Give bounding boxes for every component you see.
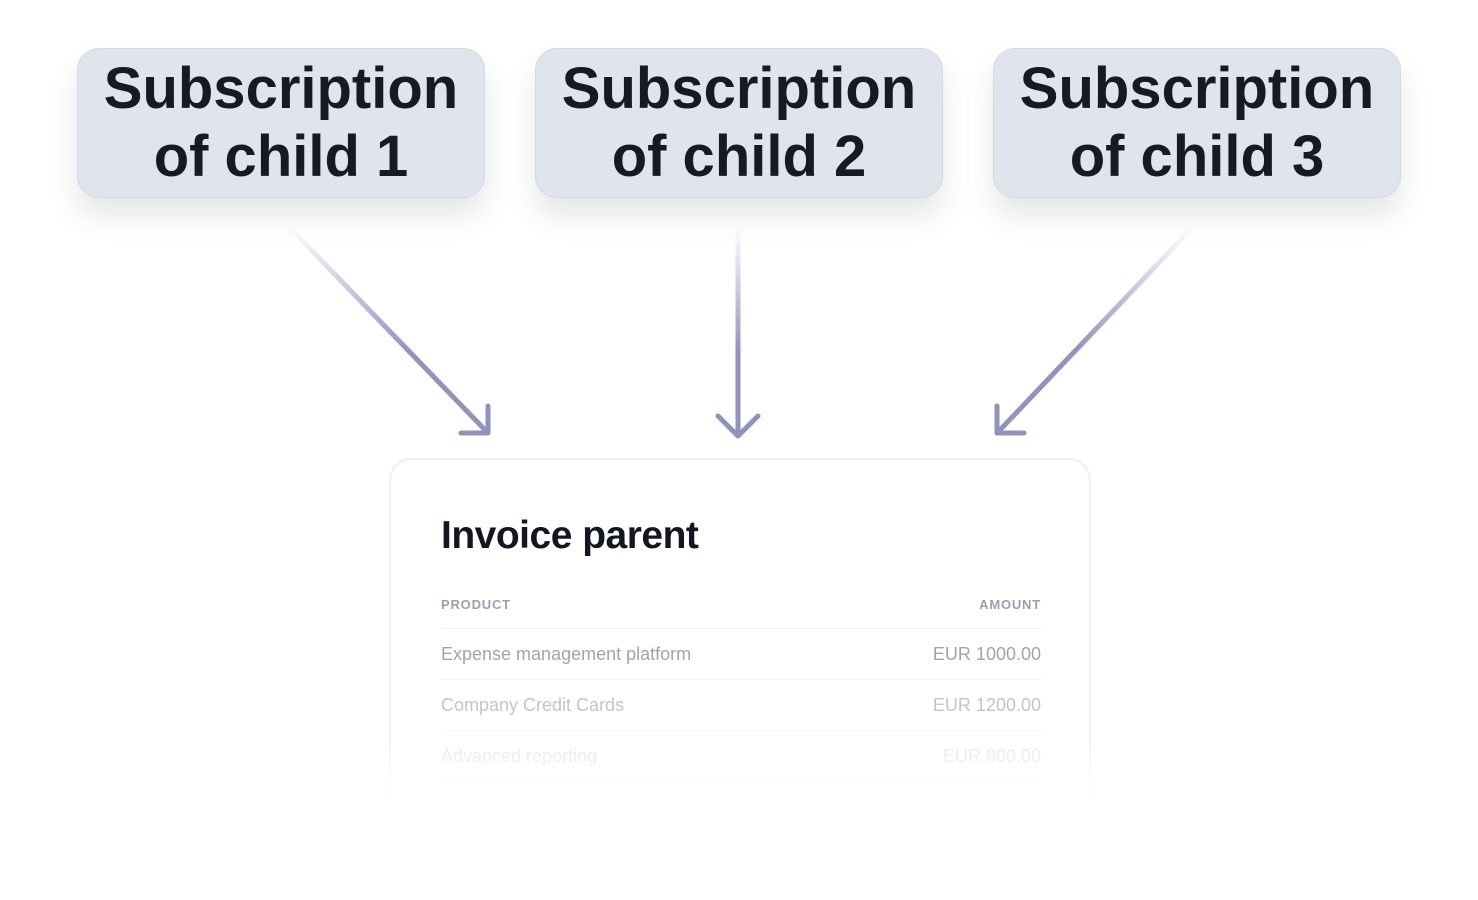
amount-cell: EUR 1000.00 (932, 644, 1041, 664)
invoice-card: Invoice parent PRODUCT AMOUNT Expense ma… (389, 458, 1091, 820)
invoice-title: Invoice parent (441, 514, 699, 557)
box-line: of child 1 (153, 124, 409, 189)
table-row: Expense management platform EUR 1000.00 (441, 644, 1041, 665)
divider (441, 730, 1041, 731)
amount-column-header: AMOUNT (979, 597, 1041, 612)
amount-cell: EUR 1200.00 (932, 695, 1041, 715)
box-line: Subscription (1019, 56, 1375, 121)
arrow-2-icon (715, 225, 761, 439)
box-line: of child 2 (611, 124, 867, 189)
box-line: of child 3 (1069, 124, 1325, 189)
box-line: Subscription (561, 56, 917, 121)
product-cell: Company Credit Cards (441, 695, 625, 715)
product-cell: Advanced reporting (441, 746, 598, 766)
divider (441, 628, 1041, 629)
arrow-3-icon (994, 225, 1195, 436)
box-line: Subscription (103, 56, 459, 121)
table-row: Advanced reporting EUR 800.00 (441, 746, 1041, 767)
product-cell: Expense management platform (441, 644, 692, 664)
table-row: Company Credit Cards EUR 1200.00 (441, 695, 1041, 716)
divider (441, 781, 1041, 782)
amount-cell: EUR 800.00 (942, 746, 1041, 766)
divider (441, 679, 1041, 680)
product-column-header: PRODUCT (441, 597, 511, 612)
arrow-1-icon (287, 225, 491, 436)
